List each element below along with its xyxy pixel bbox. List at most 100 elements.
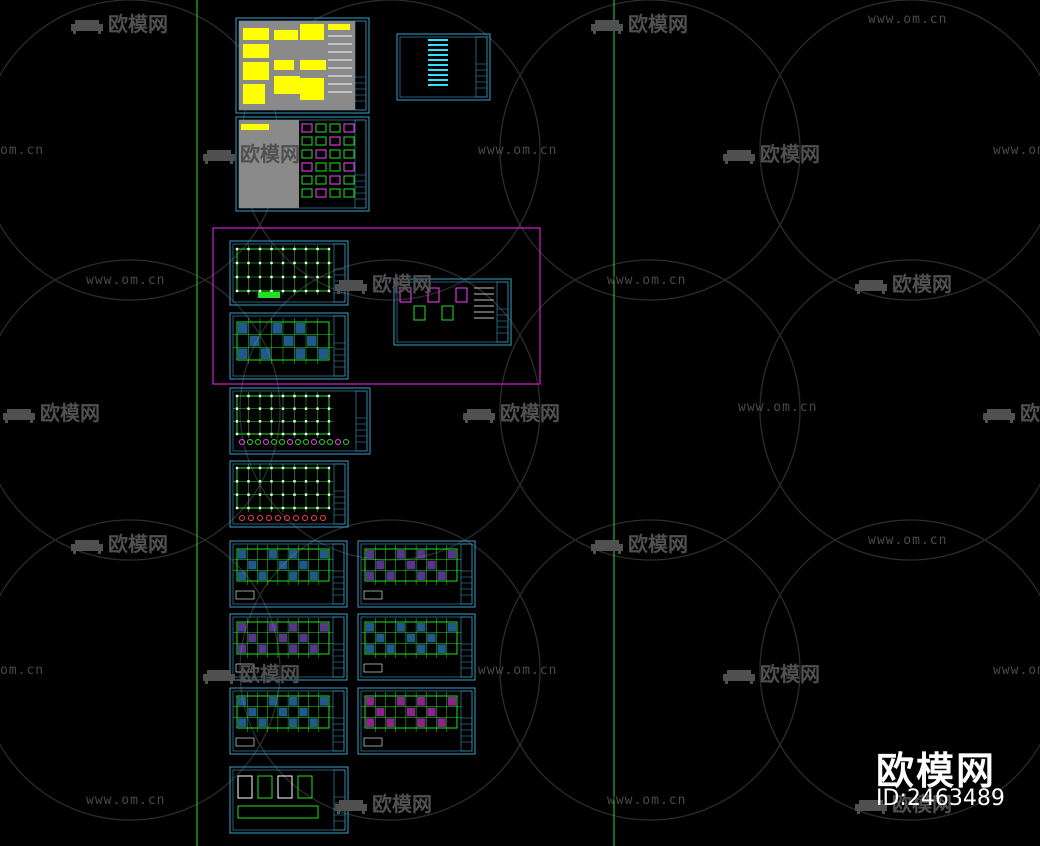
- column-mark: [293, 289, 296, 293]
- column-mark: [258, 247, 262, 251]
- watermark-site-text: www.om.cn: [86, 793, 166, 808]
- watermark-logo-text: 欧模网: [892, 272, 952, 296]
- column-mark: [270, 394, 273, 398]
- sheet-roof-slab-plan[interactable]: [357, 687, 476, 755]
- watermark-logo: 欧模网: [68, 8, 168, 37]
- column-section: [255, 439, 261, 445]
- detail-symbol: [455, 287, 468, 303]
- sheet-floor3-beam-plan[interactable]: [229, 613, 348, 681]
- plan-room: [447, 623, 456, 632]
- plan-room: [427, 560, 436, 570]
- plan-room: [295, 348, 305, 359]
- sheet-floor3-slab-plan[interactable]: [357, 613, 476, 681]
- title-block: [333, 243, 346, 303]
- sheet-floor2-slab-plan[interactable]: [357, 540, 476, 608]
- sheet-structural-details[interactable]: [235, 116, 370, 212]
- detail-symbol: [301, 149, 313, 159]
- sheet-border: [235, 17, 370, 114]
- detail-symbol: [301, 123, 313, 133]
- title-block: [496, 281, 509, 343]
- watermark-logo: 欧模网: [460, 397, 560, 426]
- sheet-roof-beam-plan[interactable]: [229, 687, 348, 755]
- watermark-logo-text: 欧模网: [760, 142, 820, 166]
- column-mark: [281, 466, 285, 470]
- detail-symbol: [237, 775, 253, 799]
- plan-room: [258, 571, 267, 580]
- watermark-arc: [239, 519, 541, 821]
- plan-room: [289, 623, 298, 632]
- sheet-general-notes[interactable]: [235, 17, 370, 114]
- sheet-misc-details[interactable]: [229, 766, 349, 834]
- column-mark: [327, 432, 331, 436]
- title-block: [332, 616, 345, 678]
- watermark-site-text: www.om.cn: [868, 533, 948, 548]
- sheet-drawing-index[interactable]: [396, 33, 491, 101]
- sofa-logo-icon: [335, 280, 367, 294]
- plan-room: [366, 697, 375, 706]
- sheet-foundation-beam-plan[interactable]: [229, 312, 349, 380]
- column-mark: [293, 493, 296, 496]
- column-mark: [281, 261, 285, 265]
- sheet-border: [229, 312, 349, 380]
- selection-frame[interactable]: [212, 227, 541, 385]
- watermark-short-text: om.cn: [0, 663, 45, 678]
- detail-symbol: [343, 149, 355, 159]
- plan-room: [238, 697, 247, 706]
- sheet-stair-detail[interactable]: [393, 278, 512, 346]
- note-block: [300, 60, 326, 70]
- plan-room: [366, 644, 375, 653]
- note-block: [300, 24, 324, 40]
- brand-id: ID:2463489: [876, 786, 1005, 811]
- detail-symbol: [329, 175, 341, 185]
- column-mark: [247, 275, 250, 279]
- sofa-logo-icon: [723, 670, 755, 684]
- watermark-logo: 欧模网: [332, 268, 432, 297]
- plan-room: [366, 550, 375, 559]
- sofa-logo-icon: [855, 280, 887, 294]
- column-section: [239, 439, 245, 445]
- sheet-floor2-beam-plan[interactable]: [229, 540, 348, 608]
- plan-room: [289, 644, 298, 653]
- column-mark: [258, 480, 262, 483]
- column-mark: [281, 247, 285, 251]
- sheet-column-plan-2[interactable]: [229, 460, 349, 528]
- column-section: [327, 439, 333, 445]
- sheet-inner-border: [232, 769, 346, 831]
- plan-room: [238, 644, 247, 653]
- sofa-logo-icon: [3, 409, 35, 423]
- column-mark: [327, 289, 331, 293]
- column-mark: [304, 432, 308, 436]
- sheet-border: [393, 278, 512, 346]
- column-mark: [270, 247, 273, 251]
- column-section: [293, 515, 299, 521]
- plan-room: [248, 560, 257, 570]
- title-block: [475, 36, 488, 98]
- column-section: [275, 515, 281, 521]
- detail-symbol: [315, 136, 327, 146]
- plan-room: [261, 348, 271, 359]
- sofa-logo-icon: [463, 409, 495, 423]
- watermark-logo: 欧模网: [852, 268, 952, 297]
- column-mark: [327, 394, 331, 398]
- watermark-arcs: [0, 0, 1040, 821]
- plan-room: [278, 707, 288, 717]
- plan-room: [268, 550, 277, 559]
- watermark-logo: 欧模网: [200, 138, 300, 167]
- column-mark: [316, 407, 319, 410]
- sheet-border: [229, 240, 349, 306]
- plan-room: [289, 718, 298, 727]
- note-block: [243, 84, 265, 104]
- title-block: [355, 390, 368, 452]
- detail-symbol: [301, 188, 313, 198]
- column-mark: [281, 506, 285, 510]
- sheet-column-plan[interactable]: [229, 387, 371, 455]
- column-section: [302, 515, 308, 521]
- plan-room: [309, 644, 318, 653]
- column-mark: [293, 247, 296, 251]
- detail-symbol: [315, 149, 327, 159]
- column-mark: [304, 394, 308, 398]
- column-mark: [327, 480, 331, 483]
- watermark-logo-text: 欧模网: [760, 662, 820, 686]
- column-mark: [327, 407, 331, 410]
